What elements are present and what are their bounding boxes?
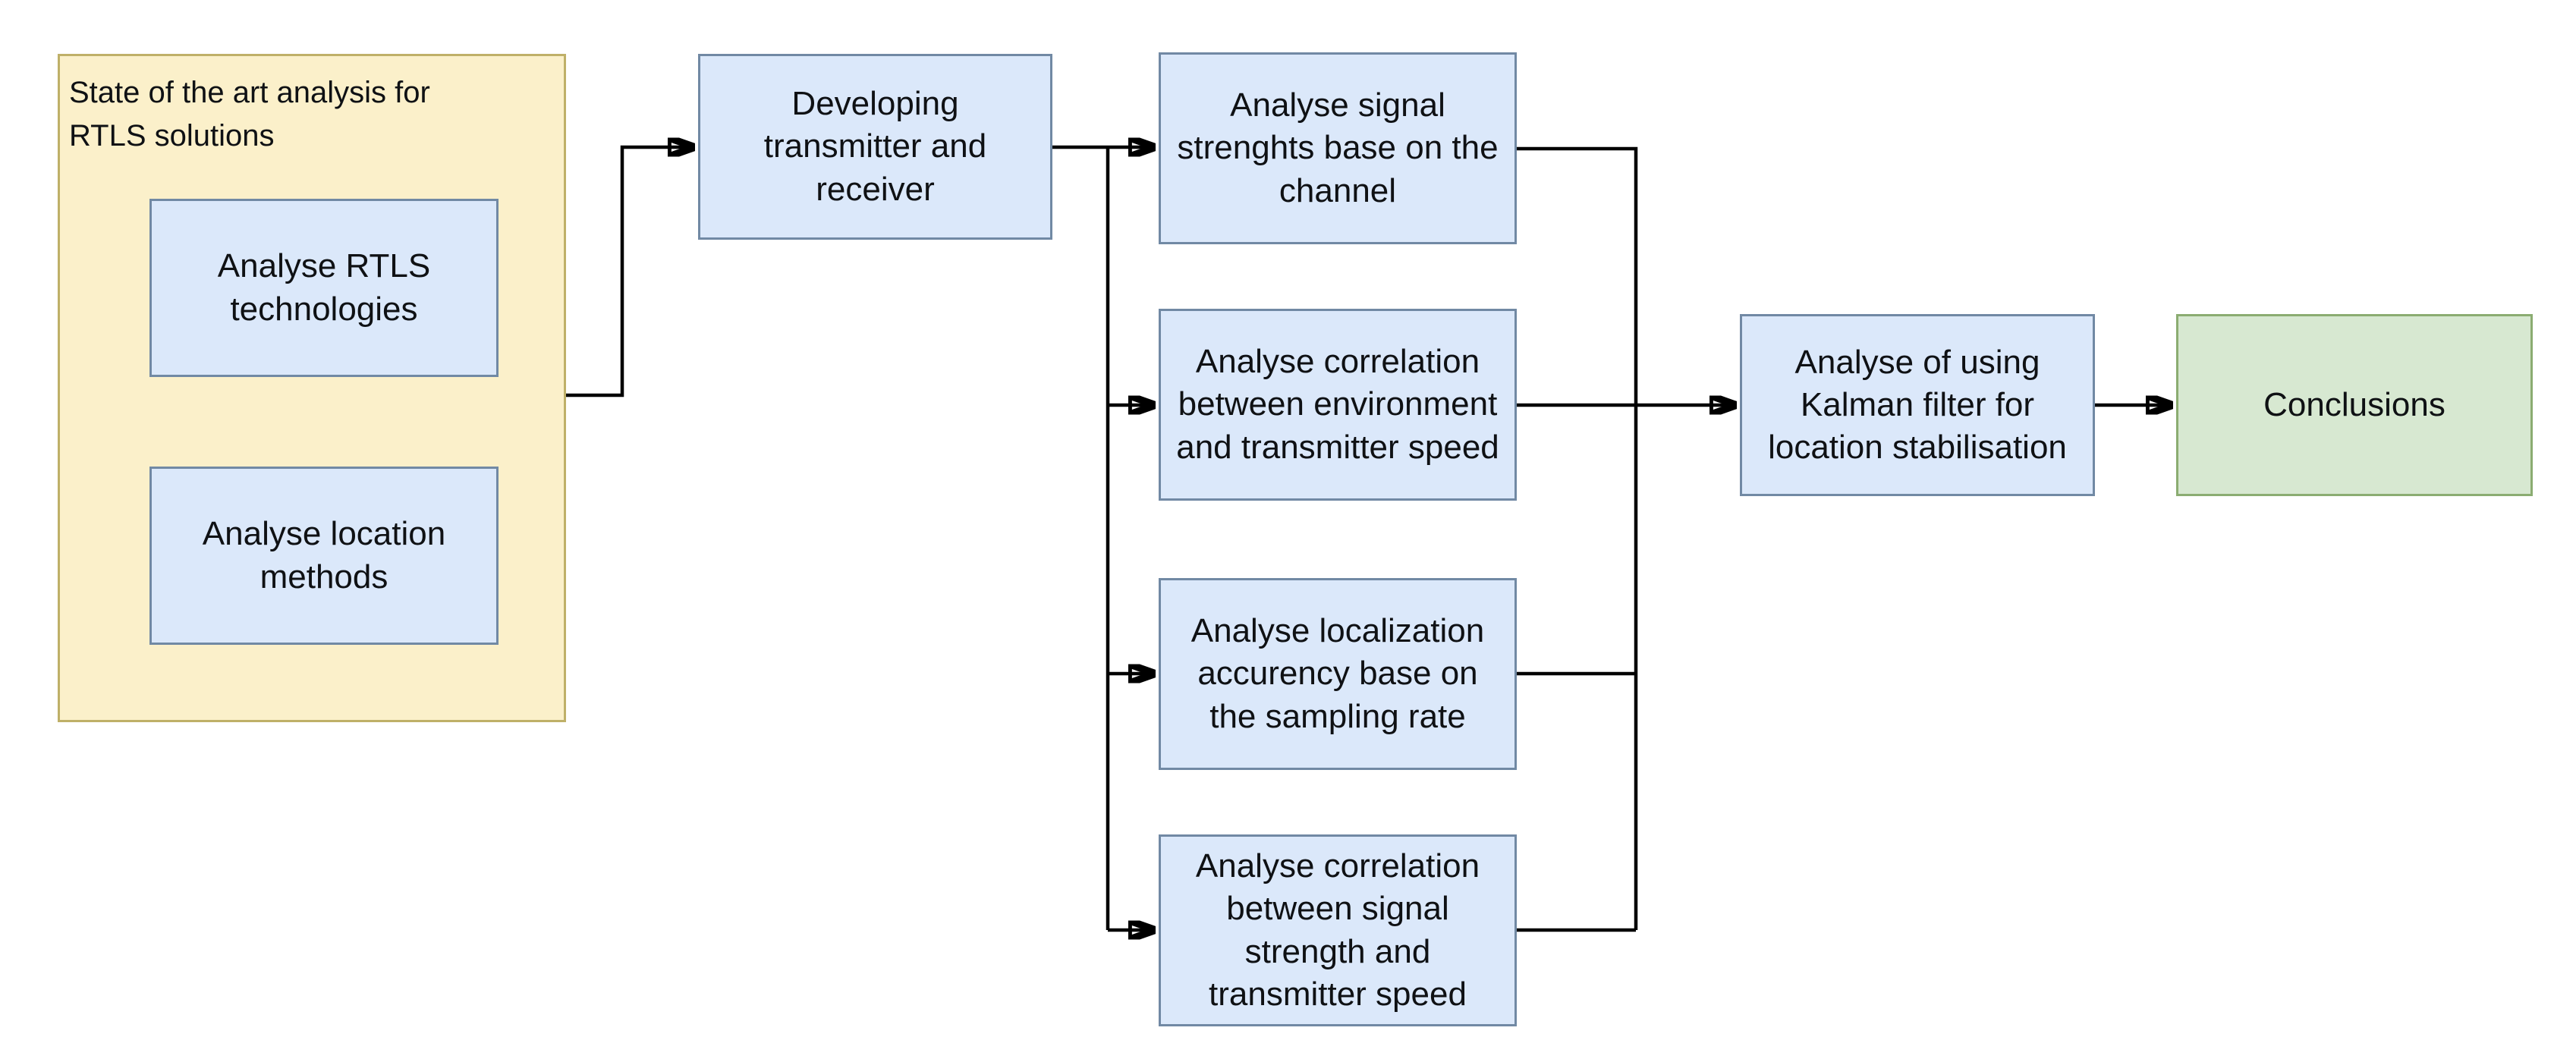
node-label: Analyse location methods bbox=[202, 515, 446, 595]
node-label: Analyse correlation between environment … bbox=[1176, 343, 1499, 466]
node-conclusions: Conclusions bbox=[2176, 314, 2533, 496]
node-label: Analyse signal strenghts base on the cha… bbox=[1177, 86, 1499, 209]
arrow-state-to-developing bbox=[566, 147, 694, 398]
node-analyse-rtls-technologies: Analyse RTLS technologies bbox=[149, 199, 499, 377]
node-developing-transmitter-receiver: Developing transmitter and receiver bbox=[698, 54, 1052, 240]
node-analyse-correlation-environment-speed: Analyse correlation between environment … bbox=[1159, 309, 1517, 501]
node-label: Conclusions bbox=[2263, 385, 2445, 423]
node-label: Analyse RTLS technologies bbox=[217, 247, 431, 328]
node-analyse-signal-strengths-channel: Analyse signal strenghts base on the cha… bbox=[1159, 52, 1517, 244]
node-analyse-localization-accuracy-sampling-rate: Analyse localization accurency base on t… bbox=[1159, 578, 1517, 770]
node-label: Developing transmitter and receiver bbox=[763, 85, 987, 208]
node-analyse-kalman-filter-stabilisation: Analyse of using Kalman filter for locat… bbox=[1740, 314, 2095, 496]
node-label: Analyse correlation between signal stren… bbox=[1195, 847, 1480, 1013]
group-label: State of the art analysis for RTLS solut… bbox=[69, 76, 430, 152]
node-analyse-correlation-signal-strength-speed: Analyse correlation between signal stren… bbox=[1159, 834, 1517, 1026]
node-analyse-location-methods: Analyse location methods bbox=[149, 467, 499, 645]
node-label: Analyse localization accurency base on t… bbox=[1190, 612, 1485, 735]
node-label: Analyse of using Kalman filter for locat… bbox=[1768, 343, 2067, 467]
line-signal-strengths-to-collector bbox=[1517, 146, 1638, 930]
